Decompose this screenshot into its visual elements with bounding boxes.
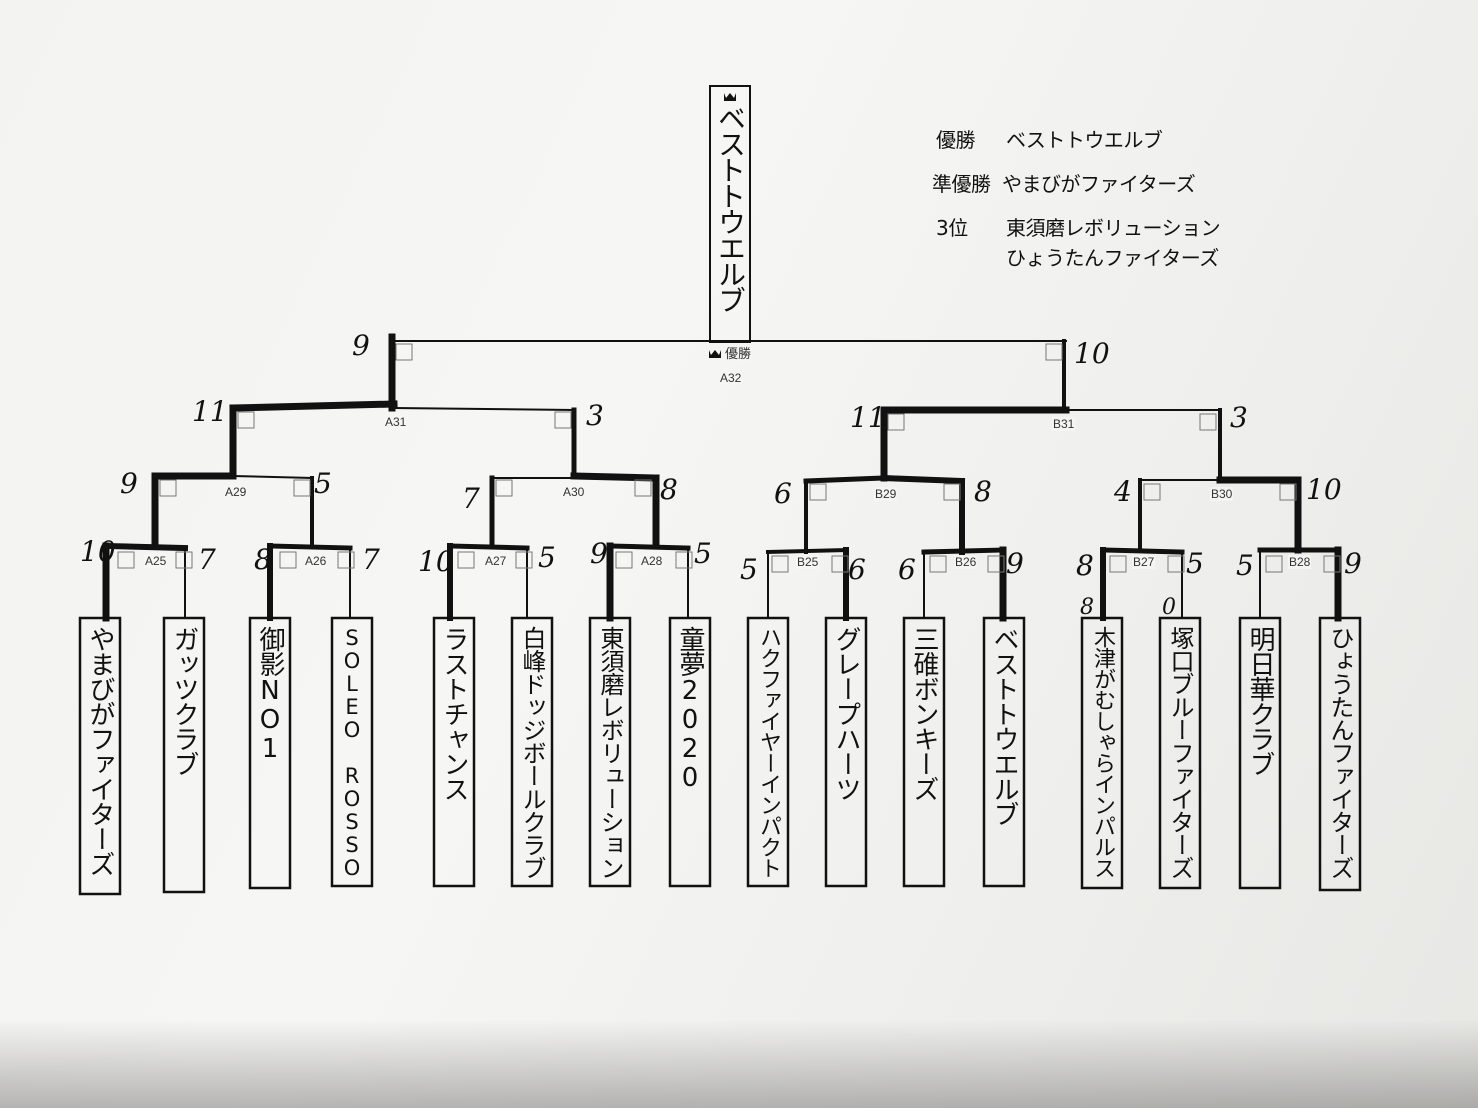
a30-right-score: 8 [660,473,678,506]
a29-left-score: 9 [120,467,138,500]
team-box [588,616,632,888]
match-id-a27: A27 [484,554,508,568]
team-box [1080,616,1124,890]
team-name: ベストトウエルブ [989,626,1019,826]
match-id-b28: B28 [1288,555,1312,569]
a28-right-score: 5 [694,537,712,570]
a27-left-score: 10 [418,545,454,578]
b29-right-score: 8 [974,475,992,508]
match-id-a26: A26 [304,554,328,568]
a30-left-score: 7 [462,482,480,515]
result-winner: 優勝 ベストトウエルブ [936,128,1163,152]
team-box [982,616,1026,888]
match-id-b30: B30 [1210,487,1234,501]
match-id-b25: B25 [796,555,820,569]
team-name: 御影NO1 [255,626,285,763]
b26-left-score: 6 [898,553,916,586]
team-box [78,616,122,896]
result-runner-up-label: 準優勝 [932,172,991,196]
team-name: やまびがファイターズ [85,626,115,876]
team-name: 白峰ドッジボールクラブ [518,626,546,879]
b29-left-score: 6 [774,477,792,510]
match-id-a31: A31 [384,415,408,429]
final-right-score: 10 [1074,337,1110,370]
b28-left-score: 5 [1236,549,1254,582]
match-id-b29: B29 [874,487,898,501]
match-id-a29: A29 [224,485,248,499]
team-name: 童夢2020 [675,626,705,792]
b31-left-score: 11 [850,401,886,434]
team-box [510,616,554,888]
team-box [432,616,476,888]
b31-right-score: 3 [1230,401,1248,434]
team-name: ガッツクラブ [169,626,199,776]
team-box [1238,616,1282,890]
a31-left-score: 11 [192,395,228,428]
result-runner-up-name: やまびがファイターズ [1002,172,1196,196]
a29-right-score: 5 [314,467,332,500]
a26-left-score: 8 [254,543,272,576]
b27-right-score: 5 [1186,547,1204,580]
result-third-label: 3位 [936,216,968,240]
champion-name: ベストトウエルブ [714,104,747,312]
b27-right-extra-score: 0 [1162,595,1176,620]
match-id-b26: B26 [954,555,978,569]
b25-left-score: 5 [740,553,758,586]
team-name: 明日華クラブ [1245,626,1275,776]
team-name: SOLEO ROSSO [340,626,364,879]
team-box [162,616,206,894]
b28-right-score: 9 [1344,547,1362,580]
result-third-second: ひょうたんファイターズ [1006,246,1219,270]
final-label: 優勝 [724,346,753,361]
match-id-b31: B31 [1052,417,1076,431]
team-box [668,616,712,888]
match-id-b27: B27 [1132,555,1156,569]
match-id-a28: A28 [640,554,664,568]
team-name: ひょうたんファイターズ [1326,626,1354,879]
team-name: グレープハーツ [831,626,861,801]
result-winner-name: ベストトウエルブ [1006,128,1163,152]
final-match-id: A32 [719,371,743,385]
team-box [248,616,292,890]
b27-left-score: 8 [1076,549,1094,582]
result-third-name-2: ひょうたんファイターズ [1006,246,1219,270]
result-winner-label: 優勝 [936,128,976,152]
a27-right-score: 5 [538,541,556,574]
team-name: 塚口ブルーファイターズ [1166,626,1194,879]
result-third: 3位 東須磨レボリューション [936,216,1221,240]
team-name: 木津がむしゃらインパルス [1090,626,1115,878]
team-name: ハクファイヤーインパクト [756,626,781,878]
a28-left-score: 9 [590,537,608,570]
result-runner-up: 準優勝やまびがファイターズ [932,172,1196,196]
team-box [824,616,868,888]
team-name: ラストチャンス [439,626,469,801]
b30-right-score: 10 [1306,473,1342,506]
crown-icon [709,93,736,358]
b27-left-extra-score: 8 [1080,595,1094,620]
team-name: 三碓ボンキーズ [909,626,939,801]
a25-left-score: 10 [80,535,116,568]
team-box [1318,616,1362,892]
team-box [902,616,946,888]
result-third-name-1: 東須磨レボリューション [1006,216,1221,240]
match-id-a30: A30 [562,485,586,499]
b26-right-score: 9 [1006,547,1024,580]
team-box [1158,616,1202,890]
final-left-score: 9 [352,329,370,362]
a25-right-score: 7 [198,543,216,576]
b25-right-score: 6 [848,553,866,586]
a26-right-score: 7 [362,543,380,576]
a31-right-score: 3 [586,399,604,432]
team-name: 東須磨レボリューション [596,626,624,879]
team-box [330,616,374,888]
b30-left-score: 4 [1114,475,1132,508]
match-id-a25: A25 [144,554,168,568]
team-box [746,616,790,888]
